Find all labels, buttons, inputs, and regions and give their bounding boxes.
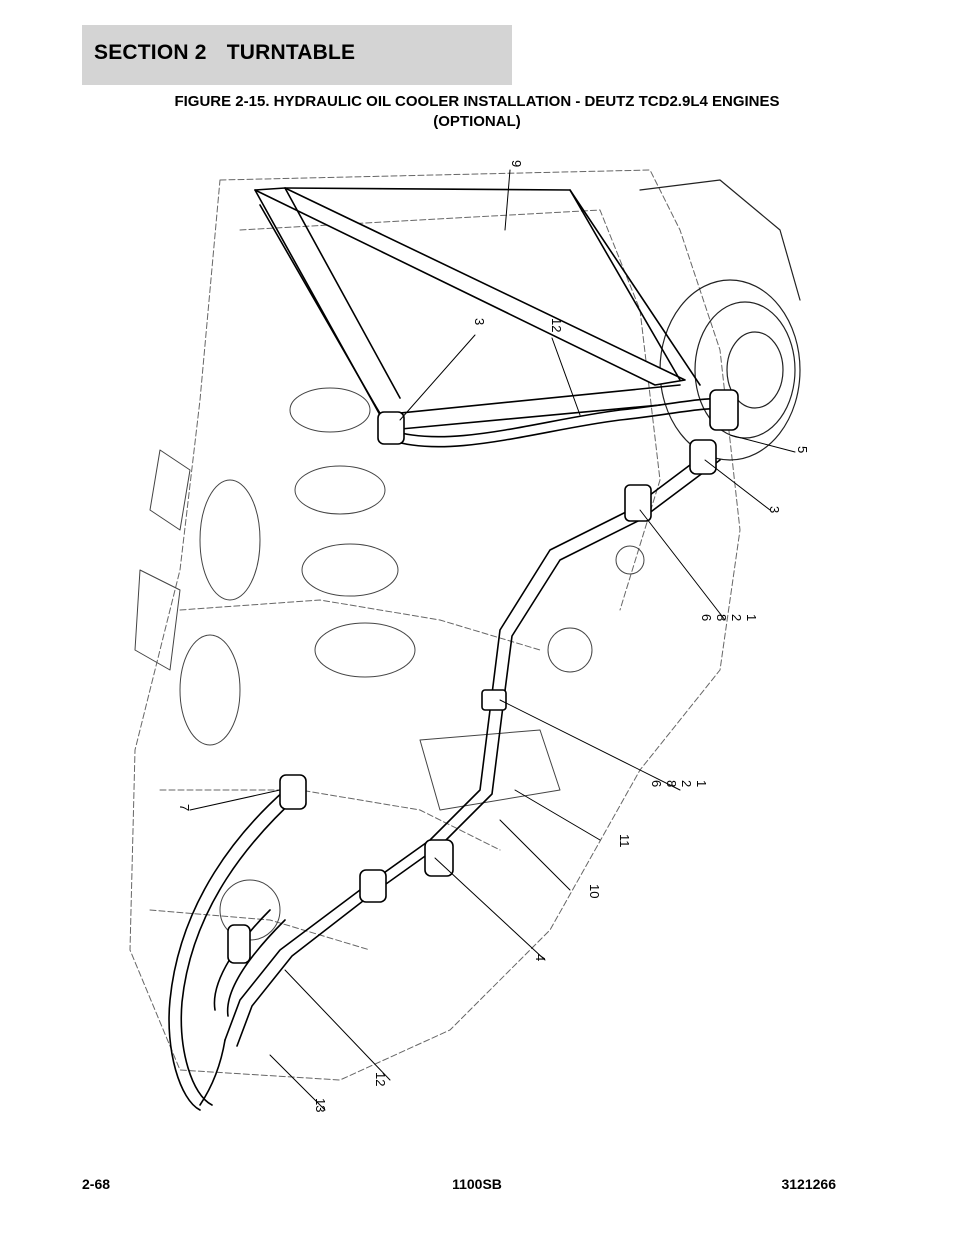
callout-7: 7 xyxy=(177,804,192,811)
callout-12-bottom: 12 xyxy=(373,1072,388,1086)
callout-11: 11 xyxy=(617,834,632,848)
callout-6-upper: 6 xyxy=(699,614,714,621)
technical-drawing: 9 3 12 5 3 6 8 2 1 6 8 2 1 7 11 10 4 12 … xyxy=(120,150,820,1140)
section-header: SECTION 2 TURNTABLE xyxy=(82,25,512,85)
engine-details xyxy=(134,387,645,941)
callout-3-right: 3 xyxy=(767,506,782,513)
manual-number: 3121266 xyxy=(781,1176,836,1192)
section-number: SECTION 2 xyxy=(94,41,207,64)
model-name: 1100SB xyxy=(452,1176,502,1192)
hoses xyxy=(168,397,731,1111)
callout-13: 13 xyxy=(313,1098,328,1112)
oil-cooler-installation-drawing: 9 3 12 5 3 6 8 2 1 6 8 2 1 7 11 10 4 12 … xyxy=(129,160,810,1112)
fittings xyxy=(227,389,739,964)
engine-block-outline xyxy=(129,169,741,1081)
callout-labels: 9 3 12 5 3 6 8 2 1 6 8 2 1 7 11 10 4 12 … xyxy=(177,160,810,1112)
section-title: TURNTABLE xyxy=(226,41,356,64)
figure-caption: FIGURE 2-15. HYDRAULIC OIL COOLER INSTAL… xyxy=(82,92,872,132)
figure-caption-line-2: (OPTIONAL) xyxy=(433,113,521,130)
callout-4: 4 xyxy=(533,954,548,961)
callout-9: 9 xyxy=(509,160,524,167)
callout-2-lower: 2 xyxy=(679,780,694,787)
leader-lines xyxy=(189,169,796,1111)
callout-3-top: 3 xyxy=(472,318,487,325)
callout-2-upper: 2 xyxy=(729,614,744,621)
callout-8-upper: 8 xyxy=(714,614,729,621)
callout-1-lower: 1 xyxy=(694,780,709,787)
callout-5: 5 xyxy=(795,446,810,453)
callout-8-lower: 8 xyxy=(664,780,679,787)
callout-12-top: 12 xyxy=(549,318,564,332)
callout-1-upper: 1 xyxy=(744,614,759,621)
callout-6-lower: 6 xyxy=(649,780,664,787)
page-number: 2-68 xyxy=(82,1176,111,1192)
oil-cooler xyxy=(254,187,701,431)
figure-caption-line-1: FIGURE 2-15. HYDRAULIC OIL COOLER INSTAL… xyxy=(174,93,780,110)
callout-10: 10 xyxy=(587,884,602,898)
